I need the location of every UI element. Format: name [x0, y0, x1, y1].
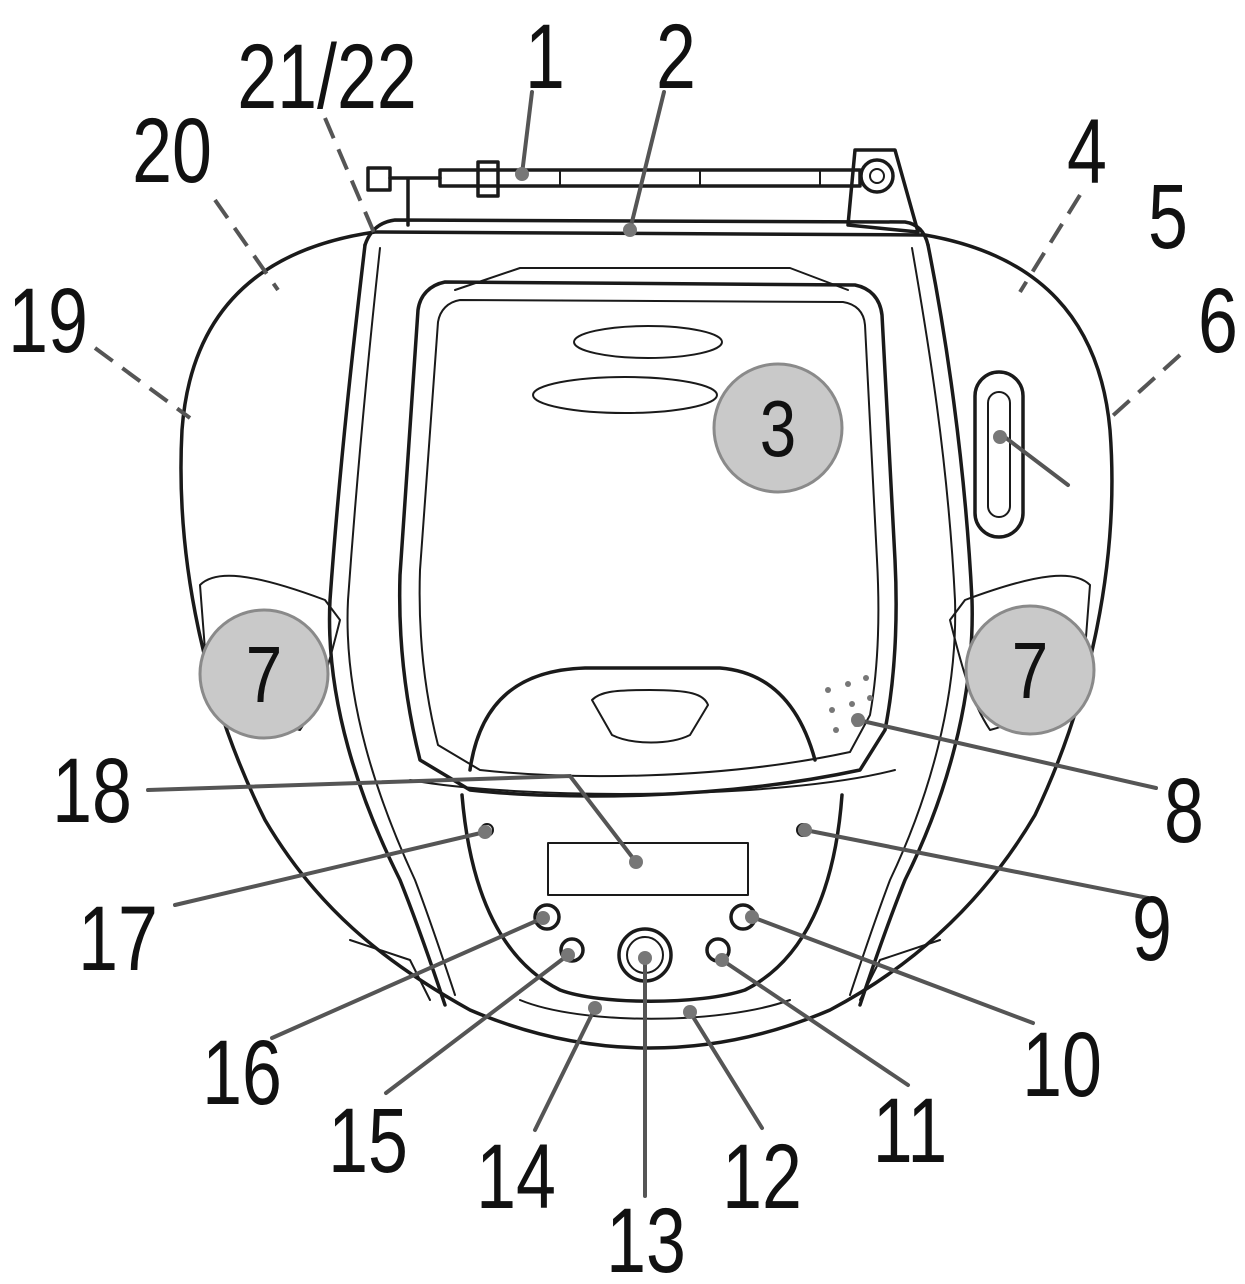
callout-18: 18 — [52, 739, 132, 842]
right-rail — [858, 243, 974, 1007]
antenna-tip-stem — [388, 176, 442, 227]
left-skirt — [349, 939, 431, 1001]
callout-16: 16 — [202, 1021, 282, 1124]
solid-leader-dots — [478, 167, 1007, 1019]
callout-2: 2 — [656, 5, 696, 108]
badge-7-left-label: 7 — [246, 630, 282, 720]
callout-6: 6 — [1198, 269, 1238, 372]
lid-ledge — [454, 267, 849, 291]
lid-tab-grip — [591, 689, 709, 744]
mic-grille — [825, 675, 873, 733]
device-body — [179, 218, 1114, 1050]
display-window — [547, 842, 749, 896]
antenna — [366, 148, 920, 234]
cd-lid-outer — [397, 280, 898, 798]
button-15 — [559, 937, 585, 963]
antenna-hinge — [859, 158, 895, 194]
badge-3-label: 3 — [760, 384, 796, 474]
cd-lid-inner — [418, 299, 880, 778]
badge-3: 3 — [712, 362, 844, 494]
left-rail — [327, 243, 447, 1007]
callout-13: 13 — [606, 1189, 686, 1284]
lid-open-tab — [468, 666, 817, 772]
front-band-top — [409, 769, 896, 795]
badge-7-left: 7 — [198, 608, 330, 740]
callout-21-22: 21/22 — [237, 25, 417, 128]
outer-shell — [179, 230, 1114, 1050]
callout-14: 14 — [476, 1125, 556, 1228]
badge-7-right-label: 7 — [1012, 626, 1048, 716]
control-panel — [460, 793, 844, 1003]
antenna-rod — [438, 168, 862, 188]
dashed-leaders — [93, 117, 1182, 422]
antenna-tip — [366, 166, 392, 192]
callout-8: 8 — [1164, 759, 1204, 862]
callout-11: 11 — [873, 1079, 948, 1182]
callout-1: 1 — [525, 5, 565, 108]
control-panel-lower — [519, 999, 791, 1020]
antenna-mount — [846, 148, 920, 234]
solid-leaders — [146, 90, 1158, 1198]
callout-19: 19 — [8, 269, 88, 372]
left-rail-inner — [346, 247, 456, 996]
callout-4: 4 — [1067, 100, 1107, 203]
button-16 — [533, 903, 561, 931]
lid-slot-upper — [573, 325, 723, 359]
callout-15: 15 — [328, 1089, 408, 1192]
right-rail-inner — [849, 247, 957, 996]
right-skirt — [859, 939, 941, 1001]
lid-slot-lower — [532, 376, 718, 414]
handle-top — [363, 218, 930, 247]
callout-20: 20 — [132, 99, 212, 202]
callout-12: 12 — [722, 1125, 802, 1228]
callout-labels: 1 2 4 5 6 8 9 10 11 12 13 14 15 16 17 18… — [8, 5, 1238, 1284]
callout-17: 17 — [78, 887, 158, 990]
callout-9: 9 — [1132, 877, 1172, 980]
callout-10: 10 — [1022, 1013, 1102, 1116]
side-slider-inner — [987, 391, 1011, 518]
side-slider-outer — [973, 370, 1025, 539]
antenna-segments — [559, 171, 821, 185]
antenna-clip — [476, 160, 500, 198]
callout-5: 5 — [1148, 165, 1188, 268]
badge-7-right: 7 — [964, 604, 1096, 736]
antenna-hinge-inner — [869, 168, 885, 184]
